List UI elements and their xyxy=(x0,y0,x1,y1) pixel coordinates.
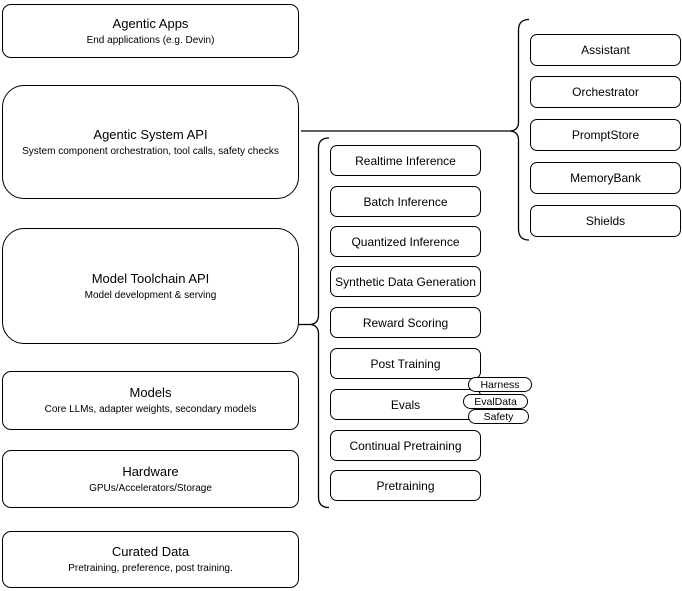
node-subtitle: Core LLMs, adapter weights, secondary mo… xyxy=(44,404,257,415)
node-models: Models Core LLMs, adapter weights, secon… xyxy=(2,371,299,430)
node-subtitle: Model development & serving xyxy=(84,289,217,301)
node-reward-scoring: Reward Scoring xyxy=(330,307,481,338)
node-title: Curated Data xyxy=(111,544,190,559)
node-title: Models xyxy=(129,385,172,400)
node-synthetic-data-generation: Synthetic Data Generation xyxy=(330,266,481,297)
node-subtitle: End applications (e.g. Devin) xyxy=(86,34,215,46)
node-batch-inference: Batch Inference xyxy=(330,186,481,217)
node-realtime-inference: Realtime Inference xyxy=(330,145,481,176)
node-subtitle: System component orchestration, tool cal… xyxy=(22,145,279,157)
node-title: Model Toolchain API xyxy=(91,270,210,286)
node-promptstore: PromptStore xyxy=(530,119,681,151)
node-title: Agentic Apps xyxy=(112,15,189,31)
node-post-training: Post Training xyxy=(330,348,481,379)
node-orchestrator: Orchestrator xyxy=(530,76,681,108)
node-agentic-apps: Agentic Apps End applications (e.g. Devi… xyxy=(2,4,299,58)
badge-harness: Harness xyxy=(468,377,532,392)
node-model-toolchain-api: Model Toolchain API Model development & … xyxy=(2,228,299,344)
node-agentic-system-api: Agentic System API System component orch… xyxy=(2,85,299,199)
node-assistant: Assistant xyxy=(530,34,681,66)
badge-evaldata: EvalData xyxy=(463,394,528,409)
node-memorybank: MemoryBank xyxy=(530,162,681,194)
node-continual-pretraining: Continual Pretraining xyxy=(330,430,481,461)
node-subtitle: Pretraining, preference, post training. xyxy=(68,563,233,574)
node-evals: Evals xyxy=(330,389,481,420)
node-quantized-inference: Quantized Inference xyxy=(330,226,481,257)
node-curated-data: Curated Data Pretraining, preference, po… xyxy=(2,531,299,588)
node-title: Agentic System API xyxy=(93,126,208,142)
node-title: Hardware xyxy=(122,463,179,479)
node-subtitle: GPUs/Accelerators/Storage xyxy=(89,482,212,494)
node-pretraining: Pretraining xyxy=(330,470,481,501)
node-shields: Shields xyxy=(530,205,681,237)
system-group-brace xyxy=(509,18,530,241)
badge-safety: Safety xyxy=(468,409,529,424)
node-hardware: Hardware GPUs/Accelerators/Storage xyxy=(2,450,299,508)
toolchain-group-brace xyxy=(309,137,330,509)
